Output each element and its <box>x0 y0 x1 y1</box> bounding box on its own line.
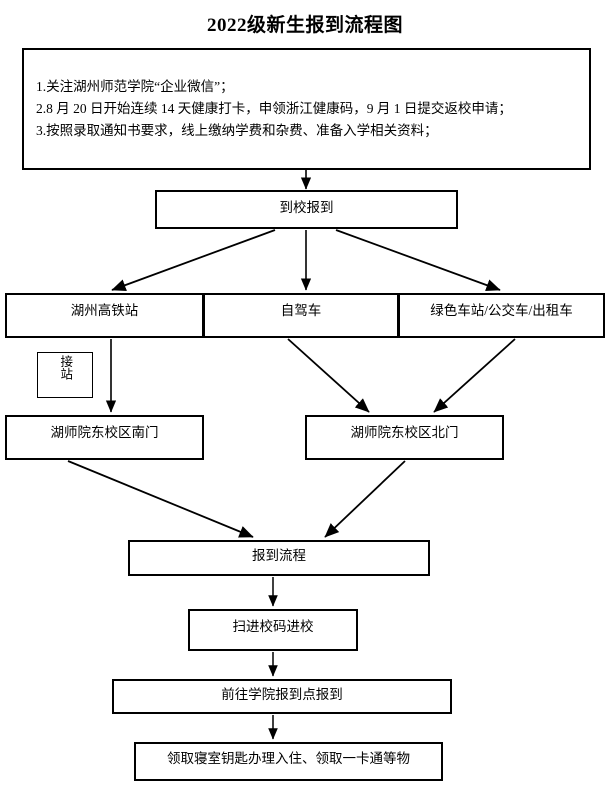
node-arrive-at-school: 到校报到 <box>155 190 458 229</box>
node-registration-process: 报到流程 <box>128 540 430 576</box>
node-east-campus-north-gate: 湖师院东校区北门 <box>305 415 504 460</box>
node-scan-entry-code: 扫进校码进校 <box>188 609 358 651</box>
notice-line-3: 3.按照录取通知书要求，线上缴纳学费和杂费、准备入学相关资料； <box>36 123 438 138</box>
edge-green-to-northgate <box>433 338 516 413</box>
pre-arrival-notice-lines: 1.关注湖州师范学院“企业微信”； 2.8 月 20 日开始连续 14 天健康打… <box>36 76 581 142</box>
page-title: 2022级新生报到流程图 <box>206 15 403 36</box>
node-collect-dorm-key-and-card: 领取寝室钥匙办理入住、领取一卡通等物 <box>134 742 443 781</box>
node-self-driving-car: 自驾车 <box>203 293 399 338</box>
node-scan-entry-code-label: 扫进校码进校 <box>232 619 314 634</box>
edge-northgate-to-process <box>324 460 406 538</box>
node-pickup-service-label: 接站 <box>58 355 73 380</box>
node-pickup-service: 接站 <box>37 352 93 398</box>
edge-southgate-to-process <box>67 460 254 538</box>
node-self-driving-car-label: 自驾车 <box>280 303 322 318</box>
node-go-to-college-registration-point-label: 前往学院报到点报到 <box>221 687 343 702</box>
node-green-station-bus-taxi: 绿色车站/公交车/出租车 <box>398 293 605 338</box>
pre-arrival-notice-box: 1.关注湖州师范学院“企业微信”； 2.8 月 20 日开始连续 14 天健康打… <box>22 48 591 170</box>
edge-arrive-to-green <box>335 229 501 292</box>
node-east-campus-south-gate-label: 湖师院东校区南门 <box>50 425 159 440</box>
node-east-campus-north-gate-label: 湖师院东校区北门 <box>350 425 459 440</box>
edge-arrive-to-hsr <box>111 229 276 292</box>
node-arrive-at-school-label: 到校报到 <box>279 200 334 215</box>
node-collect-dorm-key-and-card-label: 领取寝室钥匙办理入住、领取一卡通等物 <box>167 751 410 766</box>
notice-line-2: 2.8 月 20 日开始连续 14 天健康打卡，申领浙江健康码，9 月 1 日提… <box>36 101 512 116</box>
node-huzhou-high-speed-rail-station-label: 湖州高铁站 <box>70 303 139 318</box>
node-green-station-bus-taxi-label: 绿色车站/公交车/出租车 <box>430 303 573 318</box>
node-huzhou-high-speed-rail-station: 湖州高铁站 <box>5 293 204 338</box>
node-registration-process-label: 报到流程 <box>252 548 306 563</box>
notice-line-1: 1.关注湖州师范学院“企业微信”； <box>36 79 234 94</box>
edge-selfdrive-to-northgate <box>287 338 370 413</box>
node-east-campus-south-gate: 湖师院东校区南门 <box>5 415 204 460</box>
node-go-to-college-registration-point: 前往学院报到点报到 <box>112 679 452 714</box>
